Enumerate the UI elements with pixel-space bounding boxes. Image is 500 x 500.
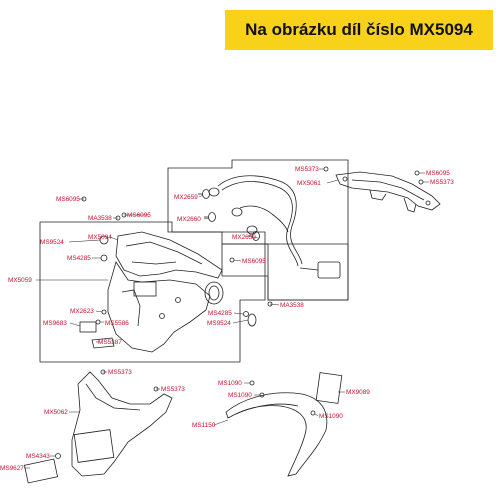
label-ms1090-c: MS1090 <box>319 413 343 420</box>
part-number-banner: Na obrázku díl číslo MX5094 <box>225 10 493 50</box>
plate-mx9089 <box>315 372 343 404</box>
label-ms6095-lamp: MS6095 <box>242 258 266 265</box>
label-mx5061: MX5061 <box>297 180 321 187</box>
label-mx5062: MX5062 <box>44 409 68 416</box>
tail-housing <box>107 261 224 353</box>
rear-mudguard <box>71 371 173 477</box>
label-ms5373-bottom2: MS5373 <box>161 386 185 393</box>
label-ma3538-left: MA3538 <box>88 215 112 222</box>
label-ms9524-right: MS9524 <box>207 320 231 327</box>
label-mx2623: MX2623 <box>70 308 94 315</box>
banner-text: Na obrázku díl číslo MX5094 <box>245 20 473 39</box>
label-ms5586: MS5586 <box>105 320 129 327</box>
label-ms9524-left: MS9524 <box>40 239 64 246</box>
label-ms1090-a: MS1090 <box>218 380 242 387</box>
label-ms4285-right: MS4285 <box>208 310 232 317</box>
screw-ms5586 <box>95 319 101 325</box>
nut-ms4343 <box>55 453 61 459</box>
wiring-harness <box>208 175 341 279</box>
screw-ms5373-right <box>418 179 424 185</box>
label-ms6095-mid: MS6095 <box>127 212 151 219</box>
label-ms9683: MS9683 <box>43 320 67 327</box>
label-ms1150: MS1150 <box>192 422 216 429</box>
label-ms4285-left: MS4285 <box>67 255 91 262</box>
label-ms6095-right: MS6095 <box>426 170 450 177</box>
label-mx2659-a: MX2659 <box>174 194 198 201</box>
reflector-right <box>247 313 257 327</box>
label-mx2659-b: MX2659 <box>232 234 256 241</box>
front-fender <box>225 392 328 477</box>
label-ms9627: MS9627 <box>0 465 24 472</box>
screw-ms1090-a <box>249 380 255 386</box>
rear-lamp-lens <box>115 231 223 279</box>
label-ms1090-b: MS1090 <box>228 392 252 399</box>
rear-bracket <box>335 171 441 213</box>
rear-reflector <box>23 458 59 484</box>
label-ms5387: MS5387 <box>98 339 122 346</box>
label-mx5059: MX5059 <box>8 277 32 284</box>
screw-ms5373-top <box>323 166 329 172</box>
screw-ms1090-c <box>310 410 316 416</box>
screw-ms6095-right <box>414 170 420 176</box>
plate-lamp-housing <box>79 321 97 333</box>
label-ms4343: MS4343 <box>26 453 50 460</box>
label-ms5373-right: MS5373 <box>430 179 454 186</box>
label-ms5373-top: MS5373 <box>295 166 319 173</box>
harness-group-box <box>167 159 349 301</box>
label-ma3538-right: MA3538 <box>280 302 304 309</box>
bulb-mx2659-a <box>198 189 210 199</box>
label-ms5373-bottom: MS5373 <box>108 369 132 376</box>
label-ms6095-left: MS6095 <box>56 196 80 203</box>
plate-lamp-lens <box>91 337 115 349</box>
lamp-group-box <box>39 221 266 363</box>
screw-ms6095-lamp <box>229 257 235 263</box>
label-mx2660: MX2660 <box>177 216 201 223</box>
nut-right <box>243 311 249 317</box>
screw-mx2623 <box>101 309 107 315</box>
nut-left <box>100 254 108 262</box>
socket-subgroup-box <box>221 243 349 301</box>
label-mx5094: MX5094 <box>88 234 112 241</box>
bulb-mx2659-b <box>248 231 260 241</box>
label-mx9089: MX9089 <box>346 389 370 396</box>
bulb-mx2660 <box>204 212 216 222</box>
